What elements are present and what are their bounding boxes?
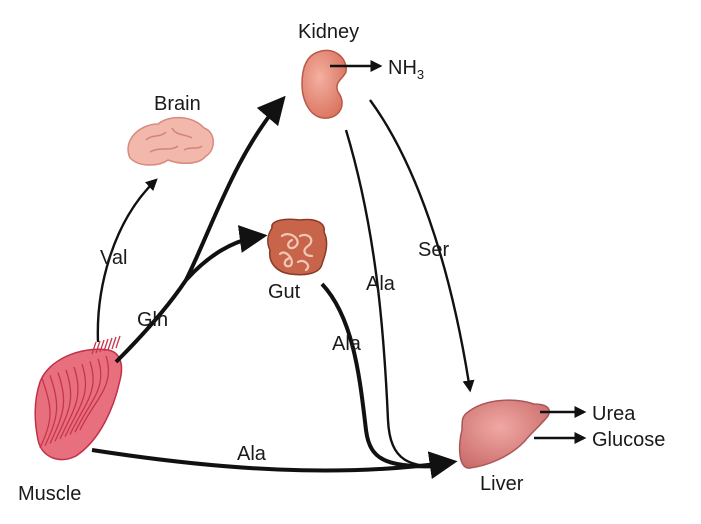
muscle-fiber: [49, 372, 65, 444]
ala-muscle-label: Ala: [237, 443, 267, 465]
muscle-tendon: [115, 335, 121, 349]
muscle-fiber: [79, 355, 110, 431]
brain-label: Brain: [154, 93, 201, 115]
muscle-tendon: [91, 341, 97, 355]
val-label: Val: [100, 247, 127, 269]
muscle-tendon: [107, 337, 113, 351]
muscle-tendon: [103, 338, 109, 352]
glucose-label: Glucose: [592, 429, 665, 451]
muscle-tendon: [111, 336, 117, 350]
muscle-label: Muscle: [18, 483, 81, 505]
gut-icon: [267, 218, 328, 276]
ala-muscle-arrow: [91, 448, 458, 480]
muscle-fiber: [44, 375, 58, 447]
gut-label: Gut: [268, 281, 301, 303]
muscle-tendon: [99, 339, 105, 353]
muscle-tendon: [95, 340, 101, 354]
kidney-icon: [301, 49, 347, 119]
ser-label: Ser: [418, 239, 449, 261]
muscle-fiber: [59, 366, 79, 440]
liver-label: Liver: [480, 473, 524, 495]
ala-gut-arrow: [320, 282, 449, 469]
brain-icon: [127, 116, 214, 166]
urea-label: Urea: [592, 403, 636, 425]
gln-arrow-trunk: [114, 278, 188, 364]
muscle-fiber: [54, 369, 72, 442]
liver-icon: [458, 399, 550, 469]
kidney-label: Kidney: [298, 21, 359, 43]
ser-arrow: [369, 99, 475, 393]
gln-to-gut-arrow: [184, 225, 268, 282]
val-arrow: [96, 178, 158, 343]
gln-label: Gln: [137, 309, 168, 331]
nh3-label: NH3: [388, 57, 424, 82]
muscle-fiber: [69, 361, 94, 435]
nh3-base: NH: [388, 57, 417, 79]
muscle-fiber: [64, 364, 87, 438]
ala-gut-label: Ala: [332, 333, 362, 355]
gln-to-kidney-arrow: [184, 95, 286, 281]
muscle-fiber: [74, 358, 102, 433]
ala-kidney-arrow: [344, 129, 449, 468]
nh3-subscript: 3: [417, 67, 424, 82]
muscle-icon: [34, 335, 123, 461]
ala-kidney-label: Ala: [366, 273, 396, 295]
muscle-fiber: [39, 377, 51, 449]
